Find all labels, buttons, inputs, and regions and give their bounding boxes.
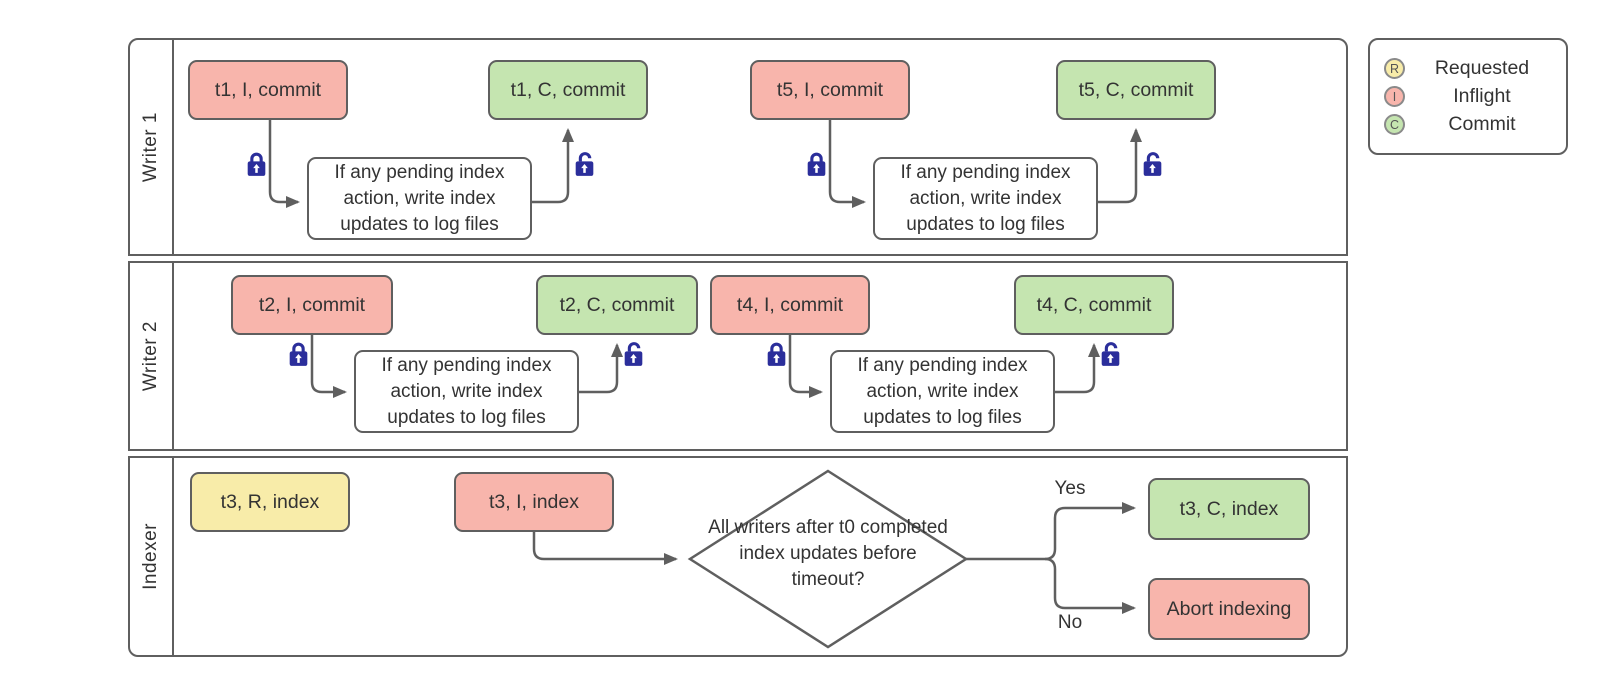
connector-t2-inflight-to-process (310, 335, 347, 398)
connector-process-to-t1-commit (532, 128, 574, 204)
legend-item-commit: C Commit (1384, 113, 1554, 136)
decision-diamond (687, 469, 969, 649)
node-t1-commit: t1, C, commit (488, 60, 648, 120)
connector-no-branch (1044, 557, 1136, 614)
node-abort-indexing: Abort indexing (1148, 578, 1310, 640)
lane-writer-2-label-cell: Writer 2 (130, 263, 174, 449)
legend: R Requested I Inflight C Commit (1368, 38, 1568, 155)
lock-closed-icon (289, 342, 308, 366)
legend-item-requested: R Requested (1384, 57, 1554, 80)
legend-label-requested: Requested (1434, 57, 1530, 79)
node-t5-inflight: t5, I, commit (750, 60, 910, 120)
connector-t1-inflight-to-process (268, 120, 300, 208)
legend-label-commit: Commit (1448, 113, 1516, 135)
legend-marker-commit-icon: C (1384, 114, 1405, 135)
lane-writer-2: Writer 2 (128, 261, 1348, 451)
lane-writer-1: Writer 1 (128, 38, 1348, 256)
no-label: No (1057, 612, 1083, 633)
connector-yes-branch (1044, 502, 1136, 561)
yes-label: Yes (1054, 478, 1086, 499)
lock-open-icon (624, 342, 643, 366)
lock-closed-icon (767, 342, 786, 366)
legend-marker-requested-icon: R (1384, 58, 1405, 79)
decision-text: All writers after t0 completed index upd… (708, 517, 948, 590)
lock-open-icon (1143, 152, 1162, 176)
connector-process-to-t5-commit (1098, 128, 1142, 204)
process-box-writer2-t2: If any pending index action, write index… (354, 350, 579, 433)
legend-item-inflight: I Inflight (1384, 85, 1554, 108)
node-t2-inflight: t2, I, commit (231, 275, 393, 335)
connector-t3-inflight-to-decision (532, 532, 678, 565)
lane-writer-1-label-cell: Writer 1 (130, 40, 174, 254)
node-t2-commit: t2, C, commit (536, 275, 698, 335)
process-box-writer1-t1: If any pending index action, write index… (307, 157, 532, 240)
node-t4-inflight: t4, I, commit (710, 275, 870, 335)
node-t3-inflight: t3, I, index (454, 472, 614, 532)
process-box-writer1-t5: If any pending index action, write index… (873, 157, 1098, 240)
node-t1-inflight: t1, I, commit (188, 60, 348, 120)
legend-label-inflight: Inflight (1453, 85, 1511, 107)
connector-t4-inflight-to-process (788, 335, 823, 398)
node-t3-commit: t3, C, index (1148, 478, 1310, 540)
lock-open-icon (1101, 342, 1120, 366)
lane-indexer-label-cell: Indexer (130, 458, 174, 655)
connector-t5-inflight-to-process (828, 120, 866, 208)
connector-process-to-t2-commit (579, 343, 623, 394)
lane-indexer: Indexer (128, 456, 1348, 657)
lock-closed-icon (807, 152, 826, 176)
node-t4-commit: t4, C, commit (1014, 275, 1174, 335)
node-t5-commit: t5, C, commit (1056, 60, 1216, 120)
node-t3-requested: t3, R, index (190, 472, 350, 532)
lock-open-icon (575, 152, 594, 176)
connector-process-to-t4-commit (1055, 343, 1100, 394)
legend-marker-inflight-icon: I (1384, 86, 1405, 107)
lock-closed-icon (247, 152, 266, 176)
process-box-writer2-t4: If any pending index action, write index… (830, 350, 1055, 433)
